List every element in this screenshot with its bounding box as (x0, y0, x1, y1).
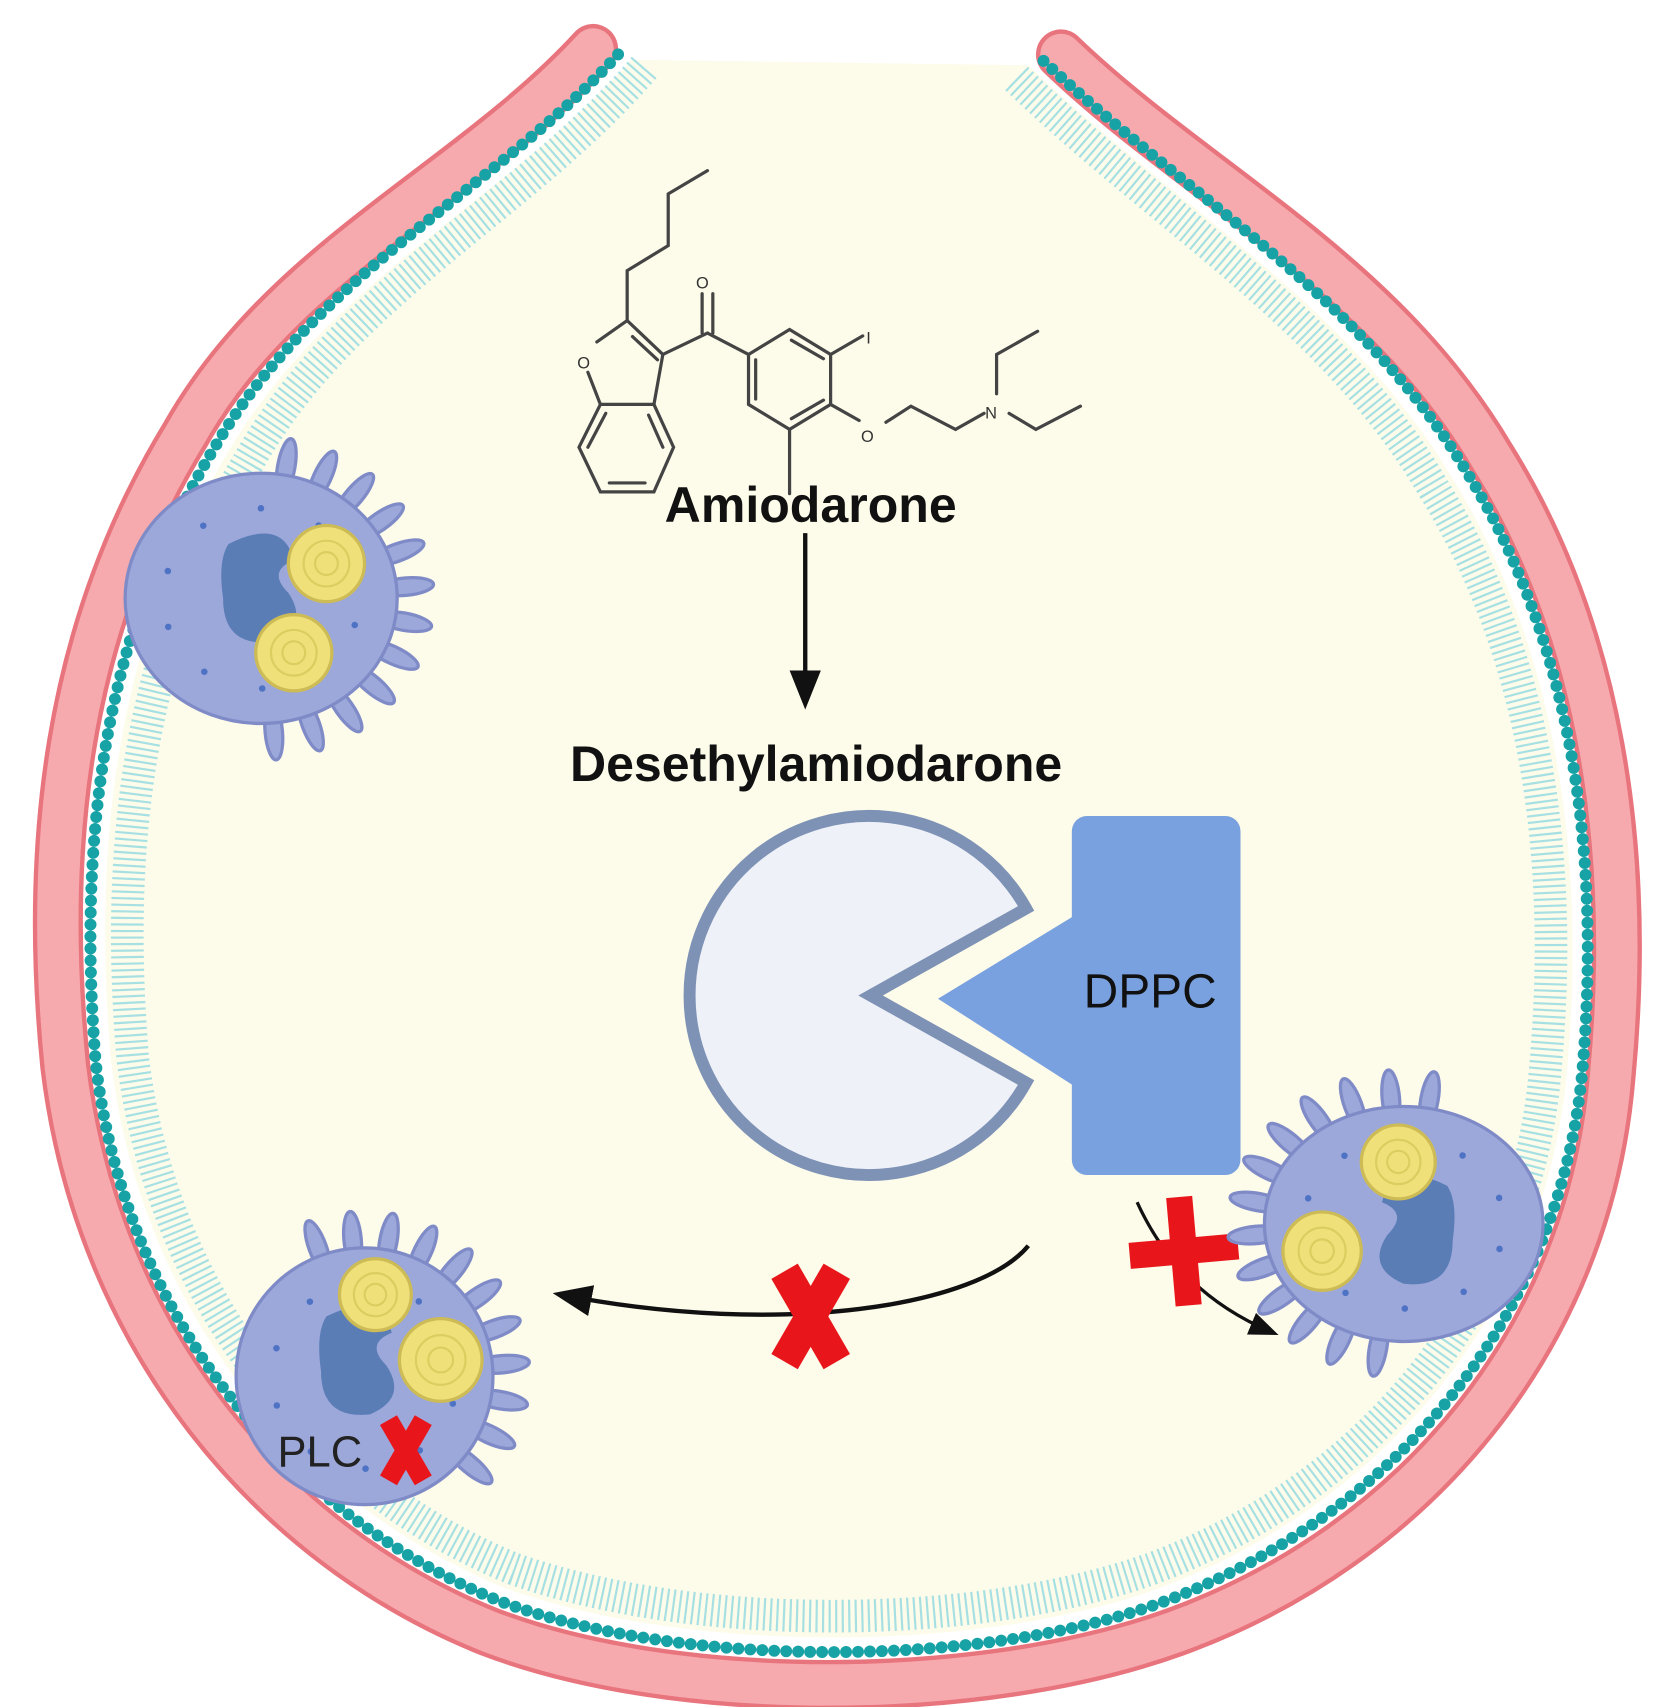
plc-red-x-icon (379, 1415, 432, 1486)
desethylamiodarone-label: Desethylamiodarone (570, 736, 1062, 792)
desethylamiodarone-pacman (683, 809, 1035, 1181)
ether-oxygen-label: O (861, 428, 874, 446)
lamellar-body (1359, 1123, 1437, 1201)
furan-oxygen-label: O (577, 355, 590, 373)
nucleus (319, 1305, 395, 1415)
dppc-block: DPPC (937, 815, 1241, 1175)
alveolar-wall (32, 23, 1642, 1707)
alveolar-macrophage-right (1226, 1068, 1545, 1378)
alveolar-macrophage-bottom-left (234, 1209, 531, 1507)
red-x-icon (771, 1263, 850, 1370)
blocked-arrow-left (552, 1244, 1030, 1317)
nucleus (221, 533, 297, 643)
alveolar-macrophage-top-left (123, 437, 436, 762)
lamellar-body (1281, 1210, 1363, 1292)
plc-label: PLC (277, 1429, 362, 1477)
carbonyl-oxygen-label: O (696, 274, 709, 292)
dppc-label: DPPC (1084, 965, 1217, 1018)
amiodarone-structure: O O I O N I (577, 169, 1083, 496)
lamellar-body (254, 613, 334, 693)
nucleus (1379, 1175, 1455, 1285)
lamellar-body (286, 523, 367, 604)
lamellar-body (397, 1316, 484, 1403)
red-plus-icon (1128, 1195, 1240, 1307)
amiodarone-label: Amiodarone (665, 477, 957, 533)
nitrogen-label: N (985, 405, 997, 423)
iodine-top-label: I (866, 330, 871, 348)
lamellar-body (337, 1257, 413, 1333)
